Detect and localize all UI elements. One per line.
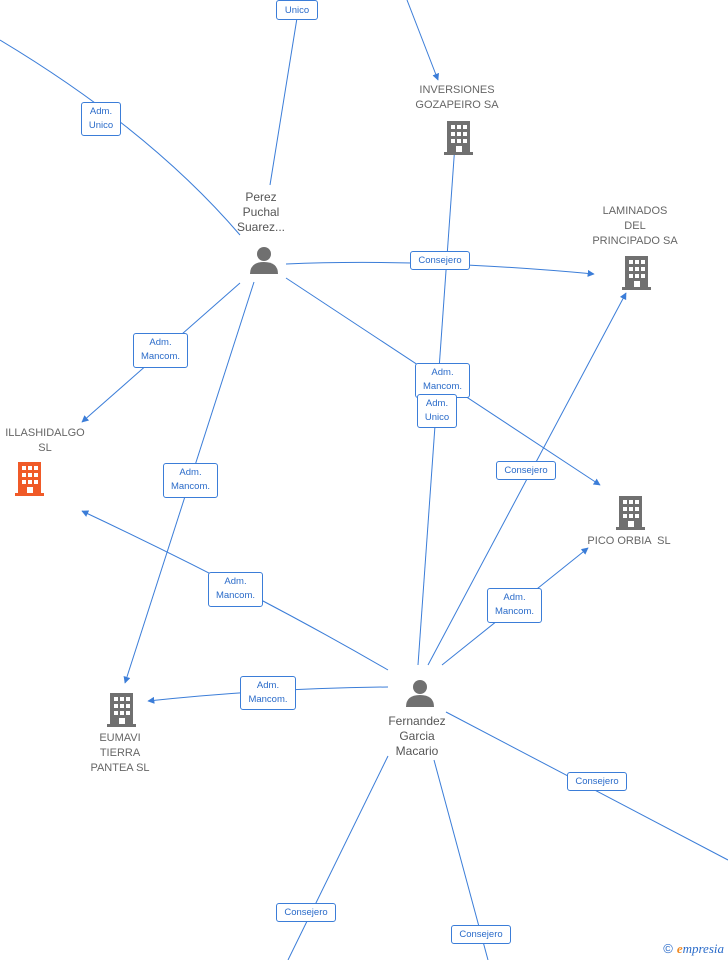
edge-label-consejero[interactable]: Consejero [276, 903, 336, 922]
node-label-line: DEL [624, 220, 646, 232]
edge-label-adm-mancom[interactable]: Adm. Mancom. [163, 463, 218, 498]
node-label-line: Macario [395, 744, 439, 758]
watermark-logo-initial: e [676, 941, 683, 956]
edge-label-adm-mancom[interactable]: Adm. Mancom. [415, 363, 470, 398]
node-label-line: PICO ORBIA SL [587, 535, 671, 547]
node-fernandez-garcia-macario[interactable]: Fernandez Garcia Macario [372, 714, 462, 759]
node-label-line: TIERRA [99, 747, 141, 759]
node-inversiones-gozapeiro[interactable]: INVERSIONES GOZAPEIRO SA [397, 83, 517, 113]
edge-topleft-to-perez [0, 39, 241, 236]
node-eumavi-tierra-pantea[interactable]: EUMAVI TIERRA PANTEA SL [70, 731, 170, 776]
edge-label-consejero[interactable]: Consejero [496, 461, 556, 480]
node-label-line: SL [38, 442, 52, 454]
node-label-line: Puchal [242, 205, 280, 219]
node-label-line: ILLASHIDALGO [5, 427, 85, 439]
node-label-line: EUMAVI [99, 732, 141, 744]
person-icon [406, 680, 434, 707]
watermark-logo-text: mpresia [682, 941, 724, 956]
building-icon [622, 256, 651, 290]
node-label-line: PANTEA SL [90, 762, 150, 774]
empresia-watermark: ©empresia [663, 941, 724, 957]
edge-fernandez-to-bottom-left [287, 755, 389, 960]
node-label-line: Garcia [399, 729, 435, 743]
edge-top-unico-to-perez [269, 17, 298, 186]
node-label-line: Suarez... [236, 220, 286, 234]
building-icon-highlighted [15, 462, 44, 496]
copyright-symbol: © [663, 941, 673, 956]
edge-label-consejero[interactable]: Consejero [410, 251, 470, 270]
node-label-line: Perez [245, 190, 277, 204]
node-laminados-del-principado[interactable]: LAMINADOS DEL PRINCIPADO SA [575, 204, 695, 249]
node-label-line: GOZAPEIRO SA [415, 99, 499, 111]
edge-label-adm-unico[interactable]: Adm. Unico [81, 102, 121, 136]
building-icon [616, 496, 645, 530]
node-perez-puchal-suarez[interactable]: Perez Puchal Suarez... [216, 190, 306, 235]
building-icon [107, 693, 136, 727]
edge-label-unico[interactable]: Unico [276, 0, 318, 20]
node-label-line: LAMINADOS [602, 205, 668, 217]
edge-top-to-inversiones [406, 0, 439, 81]
edge-label-adm-mancom[interactable]: Adm. Mancom. [487, 588, 542, 623]
node-pico-orbia[interactable]: PICO ORBIA SL [574, 534, 684, 549]
building-icon [444, 121, 474, 155]
edge-label-adm-mancom[interactable]: Adm. Mancom. [133, 333, 188, 368]
edge-label-consejero[interactable]: Consejero [567, 772, 627, 791]
edge-label-adm-mancom[interactable]: Adm. Mancom. [240, 676, 296, 710]
edge-label-adm-unico[interactable]: Adm. Unico [417, 394, 457, 428]
node-label-line: PRINCIPADO SA [592, 235, 678, 247]
node-label-line: Fernandez [388, 714, 446, 728]
edge-label-adm-mancom[interactable]: Adm. Mancom. [208, 572, 263, 607]
node-label-line: INVERSIONES [419, 84, 495, 96]
node-villashidalgo[interactable]: ILLASHIDALGO SL [0, 426, 94, 456]
person-icon [250, 247, 278, 274]
edge-label-consejero[interactable]: Consejero [451, 925, 511, 944]
